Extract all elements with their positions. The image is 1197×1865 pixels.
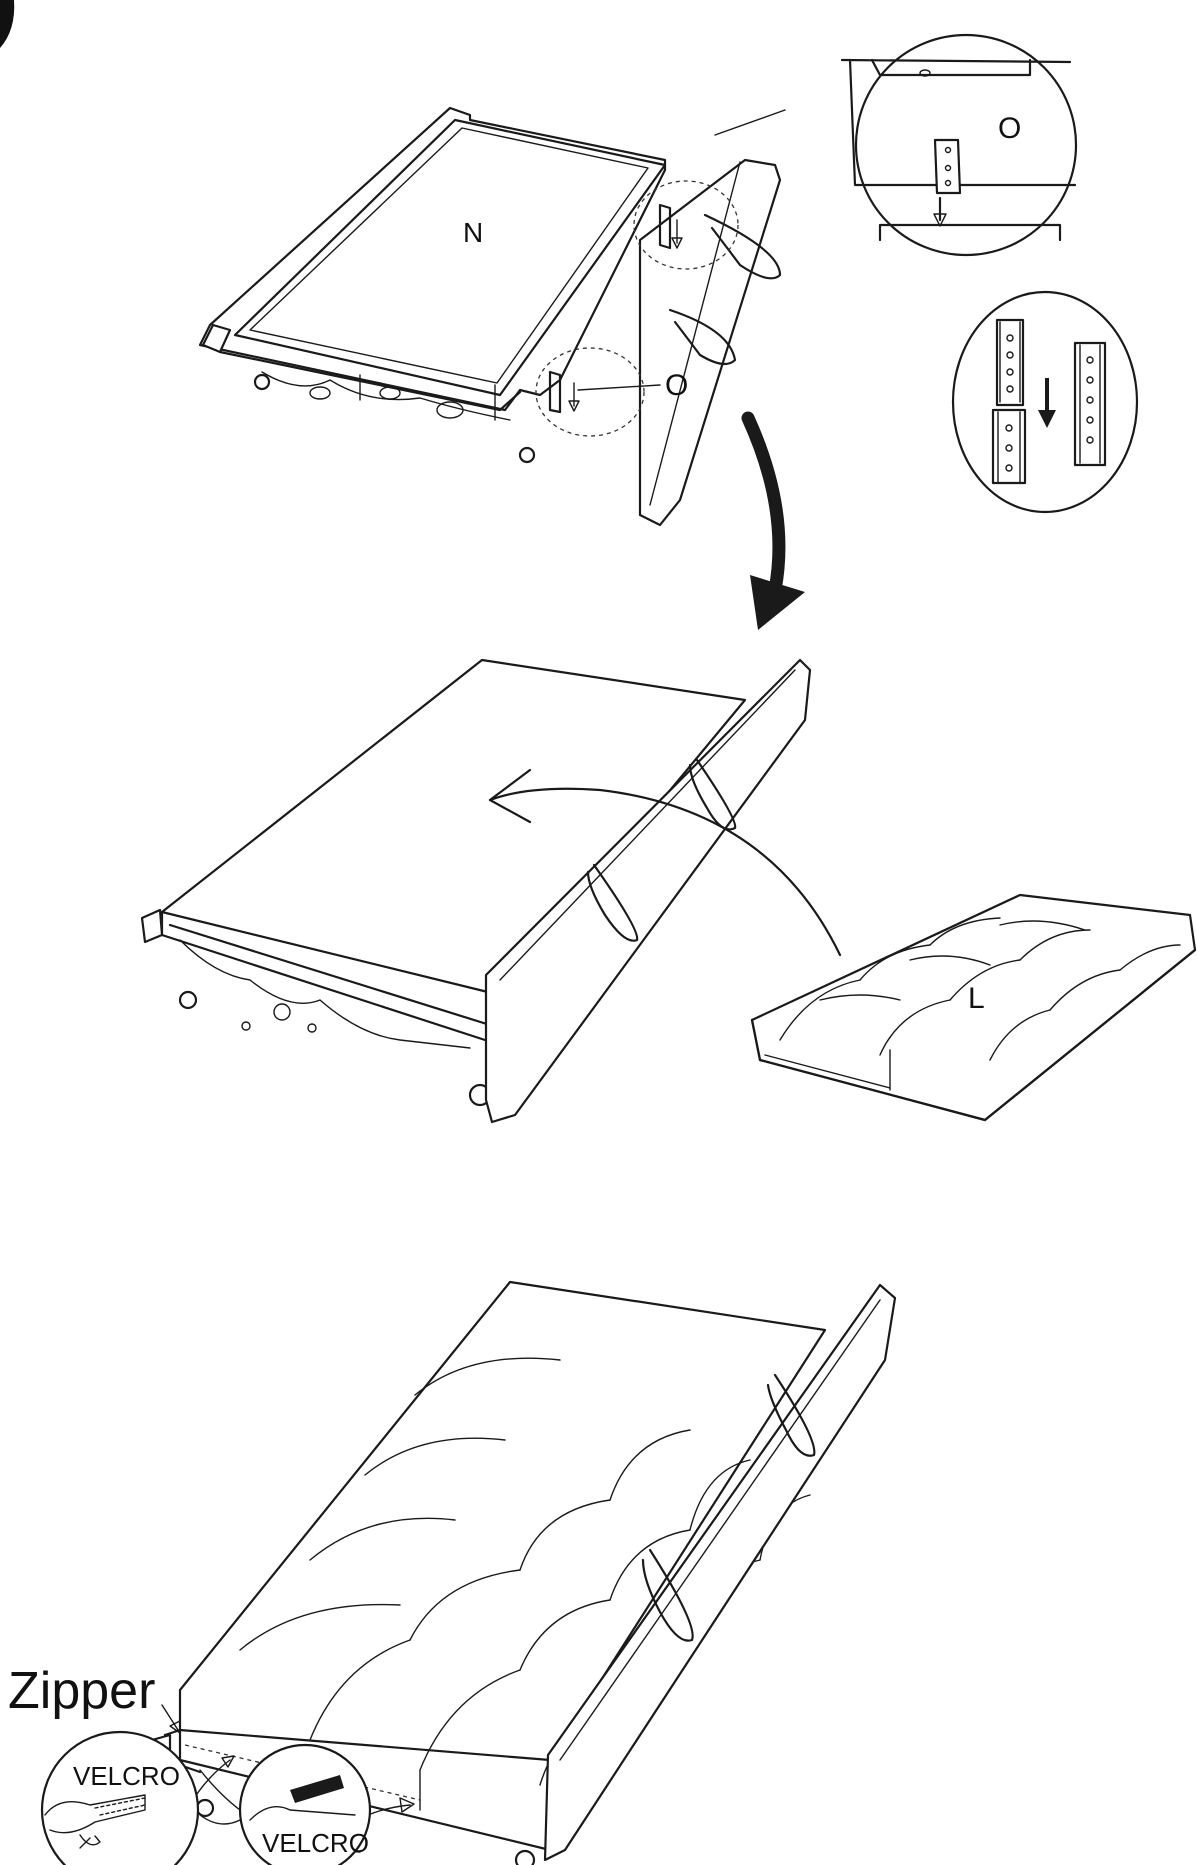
step1-bed-frame: [198, 106, 786, 527]
zoom-bracket-detail: [840, 33, 1078, 257]
label-part-o-main: O: [665, 369, 688, 402]
zoom-velcro-right: [199, 1743, 372, 1865]
curved-left-arrow-icon: [488, 787, 842, 957]
step3-assembled-sofa: [150, 1280, 897, 1865]
zoom-bracket-insert: [951, 290, 1139, 514]
step2-bed-frame: [140, 658, 842, 1124]
label-zipper: Zipper: [8, 1662, 155, 1720]
mattress-l: [750, 893, 1197, 1122]
label-velcro-left: VELCRO: [73, 1761, 180, 1791]
label-part-n: N: [463, 217, 483, 248]
label-part-o-zoom: O: [998, 112, 1021, 145]
zoom-velcro-left: [40, 1730, 200, 1865]
curved-down-arrow-icon: [741, 411, 805, 630]
label-velcro-right: VELCRO: [262, 1828, 369, 1858]
step-badge-fragment: [0, 0, 15, 48]
label-part-l: L: [968, 982, 985, 1015]
